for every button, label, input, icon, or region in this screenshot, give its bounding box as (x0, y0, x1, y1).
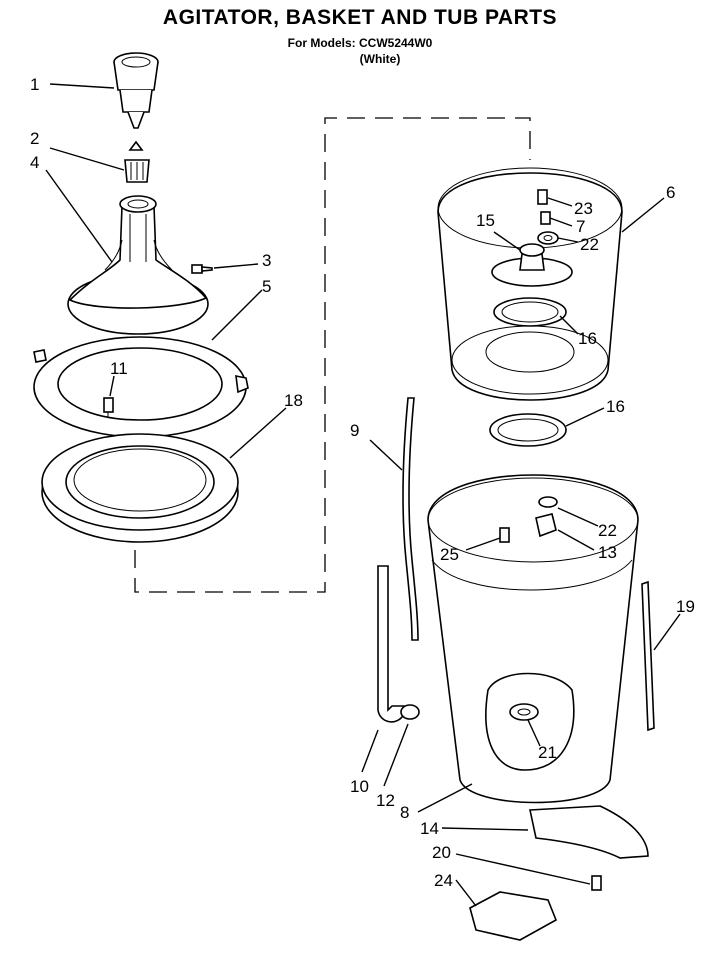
part-shield-14 (529, 805, 649, 859)
callout-21: 21 (538, 743, 557, 762)
part-agitator (67, 195, 209, 335)
diagram-title: AGITATOR, BASKET AND TUB PARTS (162, 6, 558, 29)
callout-12: 12 (376, 791, 395, 810)
leader-lines (45, 83, 681, 907)
part-screw-3 (191, 264, 213, 274)
model-line: For Models: CCW5244W0 (287, 36, 433, 50)
part-strip-19 (641, 580, 655, 732)
part-seal-21 (509, 703, 539, 721)
part-agitator-cap (113, 52, 159, 129)
callout-10: 10 (350, 777, 369, 796)
callout-22-lower: 22 (598, 521, 617, 540)
callout-16-upper: 16 (578, 329, 597, 348)
part-bracket-24 (469, 891, 558, 941)
part-outer-tub (427, 474, 639, 804)
callout-labels: 1 2 3 4 5 6 7 8 9 10 11 12 13 14 15 16 1… (30, 75, 695, 890)
color-line: (White) (359, 52, 401, 66)
part-basket-hub (491, 243, 573, 287)
assembly-dashed-line (134, 117, 531, 593)
callout-19: 19 (676, 597, 695, 616)
callout-18: 18 (284, 391, 303, 410)
callout-9: 9 (350, 421, 359, 440)
part-seal-7 (540, 211, 551, 225)
callout-6: 6 (666, 183, 675, 202)
callout-23: 23 (574, 199, 593, 218)
part-tub-ring (33, 336, 249, 438)
part-screw-23 (537, 189, 548, 205)
part-screw-20 (591, 875, 602, 891)
callout-25: 25 (440, 545, 459, 564)
callout-15: 15 (476, 211, 495, 230)
part-gasket-16-upper (493, 297, 567, 327)
callout-16-lower: 16 (606, 397, 625, 416)
callout-14: 14 (420, 819, 439, 838)
part-hose-9 (402, 397, 419, 641)
part-screw-25 (499, 527, 510, 543)
callout-13: 13 (598, 543, 617, 562)
callout-1: 1 (30, 75, 39, 94)
callout-22-upper: 22 (580, 235, 599, 254)
part-clip-13 (535, 513, 557, 538)
callout-20: 20 (432, 843, 451, 862)
part-washer-22-upper (537, 231, 559, 245)
callout-4: 4 (30, 153, 39, 172)
callout-3: 3 (262, 251, 271, 270)
callout-8: 8 (400, 803, 409, 822)
part-gasket-16-lower (489, 413, 567, 447)
callout-11: 11 (110, 359, 128, 378)
part-clamp-12 (400, 704, 420, 720)
part-washer-22-lower (538, 496, 558, 508)
callout-7: 7 (576, 217, 585, 236)
part-tub-cover (41, 433, 239, 543)
callout-24: 24 (434, 871, 453, 890)
part-agitator-coupling (124, 140, 150, 183)
callout-5: 5 (262, 277, 271, 296)
part-hose-10 (377, 565, 405, 723)
part-screw-11 (103, 397, 114, 418)
callout-2: 2 (30, 129, 39, 148)
